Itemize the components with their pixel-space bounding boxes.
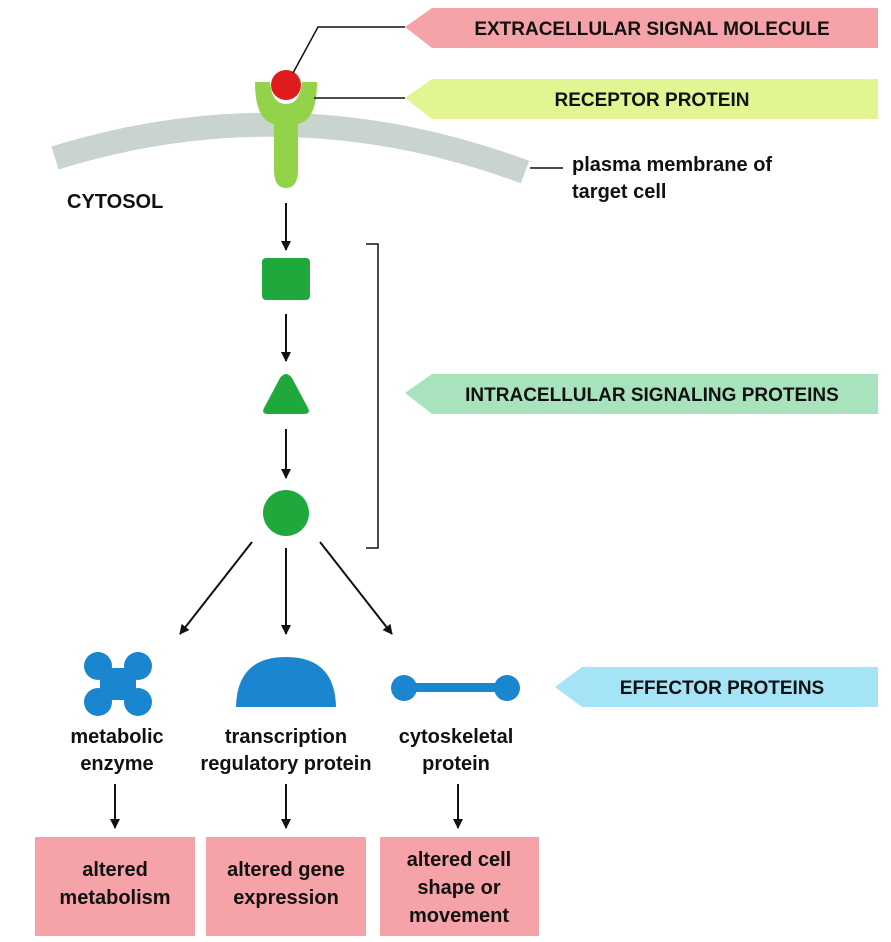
effector-label-metabolic-line2: enzyme [80, 753, 153, 775]
effector-proteins-banner: EFFECTOR PROTEINS [555, 667, 878, 707]
effector-proteins-banner-label: EFFECTOR PROTEINS [620, 678, 824, 699]
receptor-protein-banner: RECEPTOR PROTEIN [405, 79, 878, 119]
outcome-altered-cell-shape: altered cell shape or movement [380, 837, 539, 936]
signaling-protein-triangle [263, 374, 309, 414]
outcome-metabolism-line1: altered [82, 859, 148, 881]
arrow-to-cytoskeletal-protein [319, 541, 393, 635]
arrow-to-metabolic-enzyme [179, 541, 253, 635]
outcome-gene-line2: expression [233, 887, 339, 909]
effector-label-transcription-line2: regulatory protein [200, 753, 371, 775]
signal-molecule-leader [292, 26, 405, 74]
signal-molecule-banner-label: EXTRACELLULAR SIGNAL MOLECULE [474, 19, 829, 40]
signaling-proteins-bracket [366, 243, 379, 549]
effector-label-transcription-line1: transcription [225, 726, 347, 748]
receptor-protein-banner-label: RECEPTOR PROTEIN [555, 90, 750, 111]
transcription-regulatory-protein-shape [236, 657, 336, 707]
membrane-label-line1: plasma membrane of [572, 154, 772, 176]
outcome-cell-line2: shape or [417, 877, 501, 899]
effector-label-metabolic-line1: metabolic [70, 726, 163, 748]
outcome-cell-line1: altered cell [407, 849, 512, 871]
intracellular-signaling-banner: INTRACELLULAR SIGNALING PROTEINS [405, 374, 878, 414]
outcome-altered-metabolism: altered metabolism [35, 837, 195, 936]
cytosol-label: CYTOSOL [67, 191, 163, 213]
outcome-cell-line3: movement [409, 905, 509, 927]
metabolic-enzyme-shape [84, 652, 152, 716]
signaling-protein-square [262, 258, 310, 300]
signal-molecule-banner: EXTRACELLULAR SIGNAL MOLECULE [405, 8, 878, 48]
receptor-protein [255, 82, 317, 188]
membrane-label-line2: target cell [572, 181, 666, 203]
outcome-gene-line1: altered gene [227, 859, 345, 881]
effector-label-cytoskeletal-line1: cytoskeletal [399, 726, 514, 748]
effector-label-cytoskeletal-line2: protein [422, 753, 490, 775]
signaling-protein-circle [263, 490, 309, 536]
outcome-metabolism-line2: metabolism [59, 887, 170, 909]
cytoskeletal-protein-shape [391, 675, 520, 701]
intracellular-signaling-banner-label: INTRACELLULAR SIGNALING PROTEINS [465, 385, 839, 406]
outcome-altered-gene-expression: altered gene expression [206, 837, 366, 936]
extracellular-signal-molecule [271, 70, 301, 100]
